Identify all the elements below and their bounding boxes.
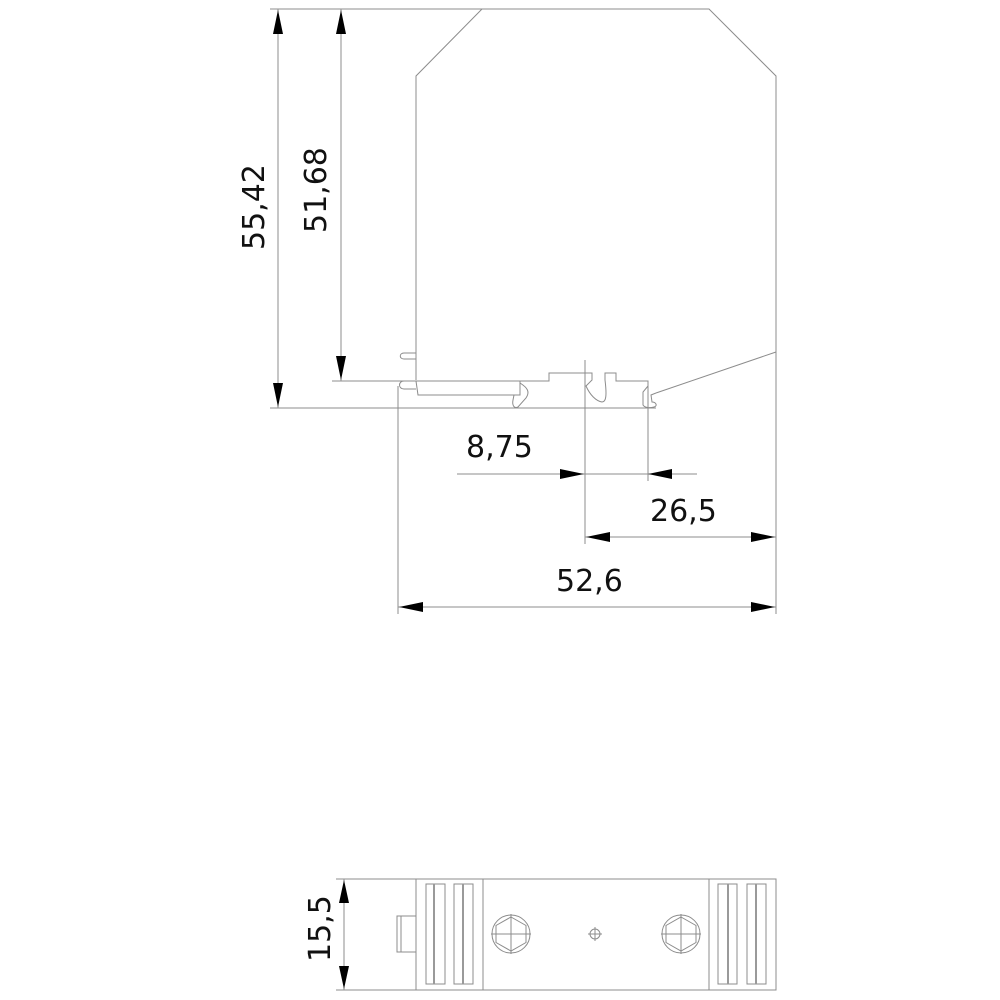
arrow-right-icon [560,469,584,479]
arrow-right-icon [751,602,775,612]
dimension-label-depth: 15,5 [303,895,338,962]
arrow-down-icon [336,356,346,380]
arrow-up-icon [273,10,283,34]
pin-lower [399,380,416,390]
pin-upper [399,352,416,360]
screw-right-icon [661,914,701,954]
screw-left-icon [491,914,531,954]
arrow-right-icon [751,532,775,542]
center-notch [584,372,649,407]
base-profile [415,380,521,396]
arrow-left-icon [648,469,672,479]
dimension-partial-width: 26,5 [585,494,776,542]
body-slant-edge [655,351,777,394]
dimension-depth: 15,5 [303,879,349,990]
terminal-slots-right [717,883,767,985]
right-latch [642,385,657,409]
arrow-up-icon [336,10,346,34]
dimension-label-overall-width: 52,6 [556,564,623,599]
arrow-down-icon [273,383,283,407]
dimension-label-partial-width: 26,5 [650,494,717,529]
arrow-down-icon [339,966,349,989]
step-left [520,372,584,382]
dimension-label-offset: 8,75 [466,430,533,465]
arrow-up-icon [339,880,349,903]
dimension-offset: 8,75 [457,430,697,479]
dimension-body-height: 51,68 [299,9,346,381]
body-outline [415,8,777,380]
side-view [270,8,777,614]
dimension-label-body-height: 51,68 [299,147,334,233]
dimension-overall-height: 55,42 [237,9,283,408]
top-view [336,878,777,991]
center-hole-icon [588,927,602,941]
arrow-left-icon [399,602,423,612]
dimension-overall-width: 52,6 [398,564,776,612]
dimension-label-overall-height: 55,42 [237,164,272,250]
arrow-left-icon [586,532,610,542]
side-tab [396,915,417,953]
left-hook [512,382,529,408]
terminal-slots-left [425,883,474,985]
